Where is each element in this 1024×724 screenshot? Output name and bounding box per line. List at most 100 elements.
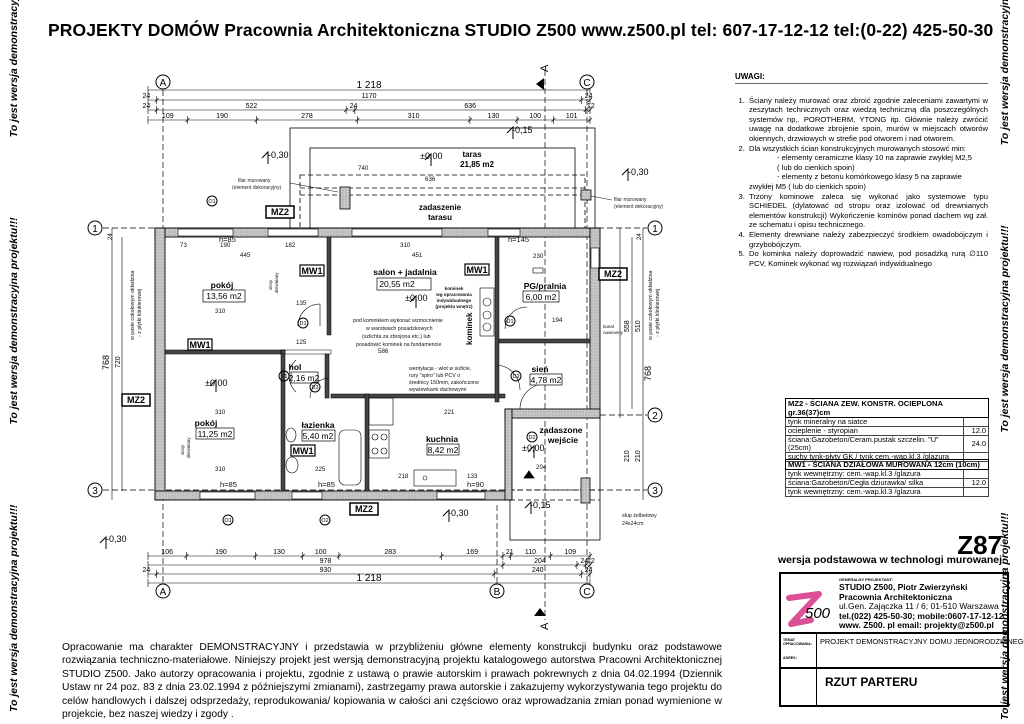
table-title: MZ2 - ŚCIANA ZEW. KONSTR. OCIEPLONA gr.3…: [785, 398, 989, 418]
notes-section: UWAGI: Ściany należy murować oraz zbroić…: [735, 72, 988, 268]
level-text: ±0,00: [522, 443, 544, 453]
dimension-text: 225: [315, 466, 326, 473]
room-lazienka: łazienka 5,40 m2: [301, 420, 336, 442]
window-tag: O1: [208, 199, 215, 205]
title-block-header: 500 GENERALNY PROJEKTANT: STUDIO Z500, P…: [781, 574, 1007, 634]
window-height: h=85: [220, 480, 237, 489]
dimension-text: 24: [142, 567, 150, 574]
dimension-text: 24: [142, 103, 150, 110]
room-area: 5,40 m2: [303, 431, 334, 441]
room-kuchnia: kuchnia 8,42 m2: [426, 434, 460, 456]
note-sub: ( lub do cienkich spoin): [777, 162, 855, 172]
title-block-label-column: TEMAT OPRACOWANIA: ADRES:: [781, 634, 817, 705]
svg-text:500: 500: [805, 605, 831, 622]
wall-tag-text: MZ2: [271, 207, 289, 217]
axis-label-A: A: [160, 78, 167, 89]
axis-label-2: 2: [652, 411, 658, 422]
level-mark: -0,30: [99, 534, 127, 549]
z500-logo: 500: [786, 591, 831, 627]
section-label: A: [539, 64, 551, 72]
room-area: 6,00 m2: [526, 292, 557, 302]
dimension-text: 182: [285, 242, 296, 249]
door-tag: D2: [528, 435, 535, 441]
note-text: strop: [180, 444, 185, 455]
dimension-text: 310: [400, 242, 411, 249]
level-text: ±0,00: [420, 151, 442, 161]
firm-phone: tel.(022) 425-50-30; mobile:0607-17-12-1…: [839, 610, 1004, 621]
dimension-text: 283: [384, 549, 396, 556]
dimension-text: 451: [412, 252, 423, 259]
dimension-text: 100: [315, 549, 327, 556]
dimension-text: 218: [398, 473, 409, 480]
window-tag: O1: [224, 518, 231, 524]
dimension-text: 110: [525, 549, 536, 556]
dimension-text: 190: [216, 113, 228, 120]
interior-walls: [164, 236, 591, 492]
dimension-text: 24: [580, 558, 588, 565]
dimension-text: 586: [378, 348, 389, 355]
dimension-text: 1170: [361, 93, 376, 100]
dimension-text: 125: [296, 339, 307, 346]
note-text: wentylacja - wlot w suficie,: [409, 366, 471, 372]
note-text: w warstwach posadzkowych: [366, 326, 433, 332]
title-block: 500 GENERALNY PROJEKTANT: STUDIO Z500, P…: [779, 572, 1024, 707]
level-mark: ±0,00: [405, 293, 427, 308]
dimension-text: 73: [180, 242, 187, 249]
table-title: MW1 - ŚCIANA DZIAŁOWA MUROWANA 12cm (10c…: [785, 459, 989, 470]
door-tag: D2: [512, 374, 519, 380]
room-name: zadaszone: [540, 425, 583, 435]
dimension-text: 1 218: [356, 573, 381, 584]
room-area: 13,56 m2: [206, 291, 242, 301]
door-tags: D1 D1 D3 D1 D2 D2 O1 O2 O1: [206, 195, 538, 526]
note-text: rury "spiro" lub PCV o: [409, 373, 460, 379]
level-text: -0,15: [512, 125, 533, 135]
dimension-text: 278: [301, 113, 313, 120]
dimension-text: 106: [161, 549, 173, 556]
dimension-text: 240: [532, 567, 544, 574]
dimension-text: 221: [444, 409, 455, 416]
project-code: Z87: [957, 530, 1002, 560]
section-label: A: [539, 622, 551, 630]
dimension-text: 12: [587, 558, 595, 565]
window-height: h=145: [508, 235, 529, 244]
dimension-text: 204: [536, 464, 547, 471]
adres-label: ADRES:: [783, 656, 797, 660]
note-text: (projektu wnętrz): [435, 304, 472, 309]
room-hol: hol 2,16 m2: [289, 362, 320, 384]
firm-name: STUDIO Z500, Piotr Zwierzyński: [839, 582, 968, 592]
project-subtitle: wersja podstawowa w technologi murowanej: [777, 554, 1002, 566]
note-item: Trzony kominowe zaleca się wykonać jako …: [747, 192, 988, 230]
level-mark: ±0,00: [420, 151, 442, 166]
room-area: 4,78 m2: [531, 375, 562, 385]
dimension-text: 740: [358, 165, 369, 172]
table-row: ściana:Gazobeton/Ceram.pustak szczelin. …: [785, 435, 989, 453]
room-name: wejście: [547, 435, 579, 445]
note-item: Elementy drewniane należy zabezpieczyć ś…: [747, 230, 988, 249]
level-mark: -0,30: [261, 150, 289, 164]
note-text: kominek: [445, 286, 464, 291]
dimension-text: 1 218: [356, 80, 381, 91]
dimension-text: 768: [101, 355, 111, 370]
room-area: 8,42 m2: [428, 445, 459, 455]
wall-spec-mw1: MW1 - ŚCIANA DZIAŁOWA MUROWANA 12cm (10c…: [785, 459, 989, 497]
dimension-text: 169: [466, 549, 478, 556]
dimension-text: 109: [162, 113, 174, 120]
zadaszenie-label: zadaszenie: [419, 203, 462, 212]
zadaszenie-label: tarasu: [428, 213, 452, 222]
dimension-text: 978: [320, 558, 332, 565]
door-tag: D3: [311, 385, 318, 391]
dimension-text: 24: [108, 233, 114, 240]
wall-tag-mz2: MZ2: [265, 205, 295, 219]
layer-name: ściana:Gazobeton/Ceram.pustak szczelin. …: [785, 435, 964, 453]
room-sien: sień 4,78 m2: [529, 364, 563, 386]
window-tag: O2: [321, 518, 328, 524]
dimension-text: 24: [637, 233, 643, 240]
temat-label: TEMAT OPRACOWANIA:: [783, 638, 812, 646]
level-mark: ±0,00: [205, 378, 227, 392]
project-name: PROJEKT DEMONSTRACYJNY DOMU JEDNORODZINN…: [820, 637, 1024, 646]
axis-label-1: 1: [652, 224, 658, 235]
note-sub: - elementy ceramiczne klasy 10 na zapraw…: [777, 153, 972, 163]
dimension-text: 310: [408, 113, 420, 120]
note-text: drewniany: [274, 272, 279, 293]
